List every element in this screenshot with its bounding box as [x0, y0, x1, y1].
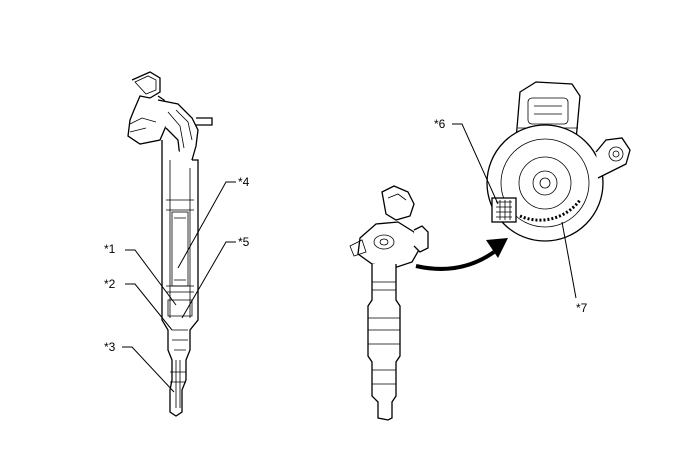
leader-lines-left	[122, 181, 236, 393]
callout-1: *1	[104, 242, 116, 256]
callout-6: *6	[434, 117, 446, 131]
callout-7: *7	[576, 301, 588, 315]
callout-2: *2	[104, 277, 116, 291]
injector-exterior	[349, 185, 429, 421]
leader-lines-right	[452, 123, 577, 299]
injector-head-detail	[486, 81, 631, 242]
injector-cross-section	[127, 71, 213, 417]
callout-3: *3	[104, 340, 116, 354]
callout-5: *5	[238, 235, 250, 249]
curved-arrow	[415, 238, 508, 271]
callout-4: *4	[238, 175, 250, 189]
